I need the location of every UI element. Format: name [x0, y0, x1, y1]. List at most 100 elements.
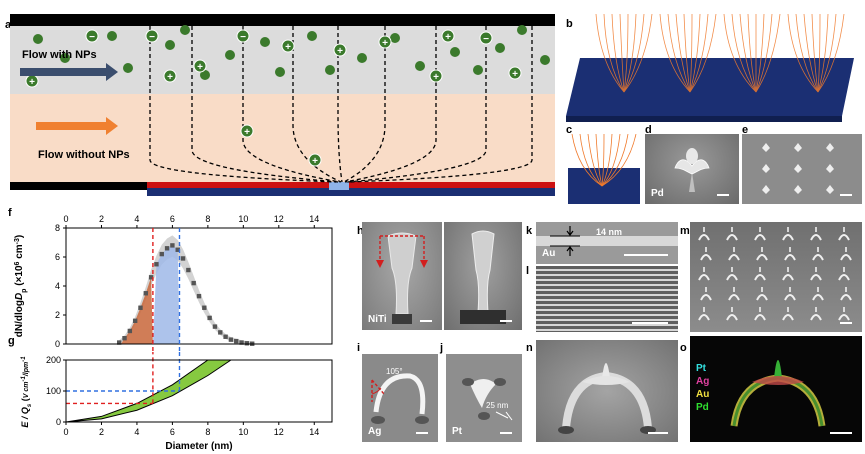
panel-label-f: f — [8, 207, 12, 219]
nanostructure — [838, 314, 850, 321]
data-point — [207, 315, 212, 321]
plot-frame — [65, 227, 333, 345]
shaded-region-blue — [152, 245, 180, 344]
panel-label-g: g — [8, 335, 15, 347]
y-tick-label: 0 — [55, 339, 60, 349]
data-point — [122, 336, 127, 341]
x-tick-label: 8 — [205, 427, 210, 437]
x-axis-label: Diameter (nm) — [165, 441, 232, 452]
data-point — [117, 340, 122, 345]
nanostructure — [756, 254, 768, 261]
nanostructure — [754, 314, 766, 321]
positive-charge: + — [312, 156, 318, 167]
panel-label-d: d — [645, 124, 652, 136]
eds-legend-ag: Ag — [696, 376, 710, 387]
uncertainty-band — [119, 235, 253, 344]
flow-arrow-with-nps — [20, 63, 118, 81]
scale-bar — [500, 320, 512, 322]
sem-image-h-right — [444, 222, 522, 330]
x-tick-label: 6 — [170, 427, 175, 437]
positive-charge: + — [29, 77, 35, 88]
y-tick-label: 2 — [55, 310, 60, 320]
nanostructure — [700, 294, 712, 301]
data-point — [127, 328, 133, 334]
material-label-pt: Pt — [452, 426, 462, 437]
eds-legend-au: Au — [696, 389, 710, 400]
field-lines-panel-b — [566, 14, 854, 122]
scale-bar — [830, 432, 852, 434]
y-tick-label: 200 — [46, 355, 61, 365]
scale-bar — [624, 254, 668, 256]
data-point — [170, 243, 175, 248]
flow-label-without-nps: Flow without NPs — [38, 149, 130, 161]
scale-bar — [840, 322, 852, 324]
positive-charge: + — [512, 69, 518, 80]
nanostructure — [698, 274, 710, 281]
y-tick-label: 6 — [55, 252, 60, 262]
sem-image-n — [536, 340, 678, 442]
scale-bar — [416, 432, 428, 434]
field-lines-panel-c — [568, 134, 640, 204]
data-point — [138, 305, 143, 310]
positive-charge: + — [382, 38, 388, 49]
x-tick-label: 0 — [63, 427, 68, 437]
material-label-au: Au — [542, 248, 556, 259]
panel-label-j: j — [440, 342, 444, 354]
data-point — [212, 324, 218, 329]
data-point — [228, 337, 234, 342]
negative-charge: − — [149, 32, 155, 43]
data-point — [186, 267, 191, 273]
y-tick-label: 8 — [55, 223, 60, 233]
x-tick-label: 2 — [99, 427, 104, 437]
data-point — [218, 330, 223, 335]
nanostructure — [810, 234, 822, 241]
nanostructure — [726, 274, 738, 281]
panel-label-k: k — [526, 225, 533, 237]
scale-bar — [500, 432, 512, 434]
eds-legend-pd: Pd — [696, 402, 709, 413]
nanostructure — [784, 294, 796, 301]
data-point — [234, 338, 239, 344]
sem-image-i: 105° Ag — [362, 354, 438, 442]
negative-charge: − — [483, 34, 489, 45]
nanostructure — [726, 234, 738, 241]
x-tick-label: 10 — [238, 214, 248, 224]
nanostructure — [728, 254, 740, 261]
nanostructure — [838, 234, 850, 241]
data-point — [244, 341, 250, 346]
panel-label-i: i — [357, 342, 361, 354]
x-tick-label: 10 — [238, 427, 248, 437]
data-point — [180, 256, 186, 261]
nanostructure — [728, 294, 740, 301]
nanostructure — [754, 274, 766, 281]
scale-bar — [648, 432, 668, 434]
nanostructure — [698, 314, 710, 321]
x-tick-label: 0 — [63, 214, 68, 224]
x-tick-label: 12 — [274, 427, 284, 437]
x-tick-label: 4 — [134, 214, 139, 224]
panel-label-m: m — [680, 225, 690, 237]
data-point — [154, 262, 159, 267]
panel-label-e: e — [742, 124, 749, 136]
flow-arrow-without-nps — [36, 117, 118, 135]
x-tick-label: 6 — [170, 214, 175, 224]
positive-charge: + — [167, 72, 173, 83]
nanostructure — [726, 314, 738, 321]
nanostructure — [782, 314, 794, 321]
panel-label-a: a — [5, 19, 12, 31]
panel-label-b: b — [566, 18, 573, 30]
nanostructure — [756, 294, 768, 301]
nanostructure — [810, 314, 822, 321]
positive-charge: + — [244, 127, 250, 138]
nanostructure — [838, 274, 850, 281]
data-point — [159, 251, 164, 257]
x-tick-label: 4 — [134, 427, 139, 437]
data-point — [239, 340, 244, 345]
sem-image-l — [536, 266, 678, 332]
panel-label-c: c — [566, 124, 573, 136]
nanostructure — [810, 274, 822, 281]
plot-frame — [65, 359, 333, 423]
